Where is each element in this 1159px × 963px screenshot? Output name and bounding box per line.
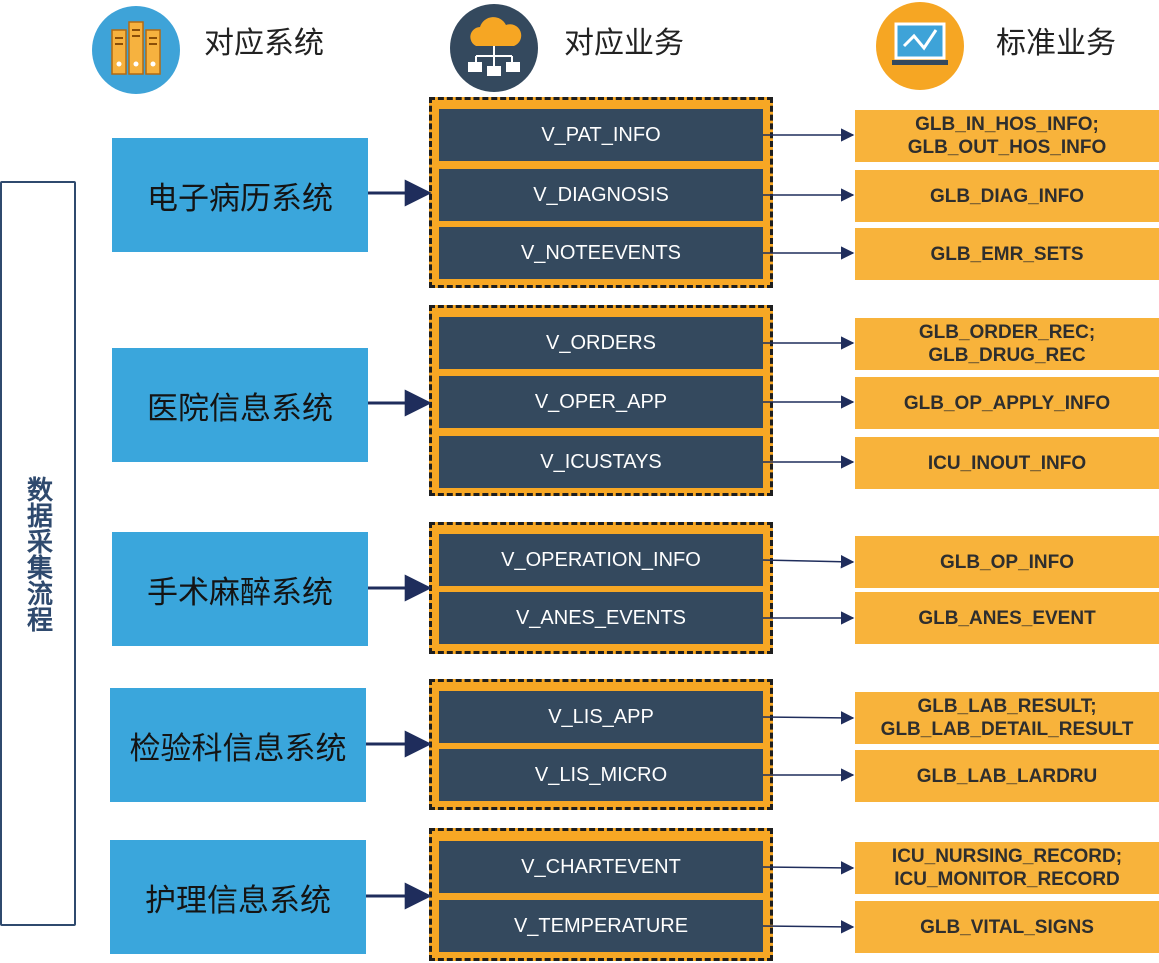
standard-label: GLB_EMR_SETS <box>930 243 1084 265</box>
header-standard-label: 标准业务 <box>996 26 1116 61</box>
server-icon <box>92 6 180 94</box>
standard-label: GLB_VITAL_SIGNS <box>920 916 1094 938</box>
header-systems-label: 对应系统 <box>204 26 324 61</box>
standard-box: GLB_OP_INFO <box>855 536 1159 588</box>
standard-label: GLB_ANES_EVENT <box>918 607 1096 629</box>
process-label-box: 数据采集流程 <box>0 181 76 926</box>
standard-label: GLB_IN_HOS_INFO; <box>915 114 1099 135</box>
monitor-chart-icon <box>876 2 964 90</box>
view-box: V_NOTEEVENTS <box>439 227 763 279</box>
standard-box: ICU_NURSING_RECORD; ICU_MONITOR_RECORD <box>855 842 1159 894</box>
process-label: 数据采集流程 <box>22 475 53 632</box>
standard-label: ICU_INOUT_INFO <box>927 452 1087 474</box>
arrow-view-standard <box>762 920 855 934</box>
view-box: V_CHARTEVENT <box>439 841 763 893</box>
standard-label: ICU_MONITOR_RECORD <box>894 869 1120 890</box>
standard-box: GLB_IN_HOS_INFO; GLB_OUT_HOS_INFO <box>855 110 1159 162</box>
arrow-view-standard <box>762 861 855 875</box>
system-anesthesia: 手术麻醉系统 <box>112 532 368 646</box>
view-box: V_ANES_EVENTS <box>439 592 763 644</box>
view-box: V_DIAGNOSIS <box>439 169 763 221</box>
system-his: 医院信息系统 <box>112 348 368 462</box>
system-lis: 检验科信息系统 <box>110 688 366 802</box>
view-box: V_TEMPERATURE <box>439 900 763 952</box>
view-box: V_ORDERS <box>439 317 763 369</box>
standard-label: GLB_LAB_LARDRU <box>916 765 1098 787</box>
standard-label: GLB_DIAG_INFO <box>929 185 1085 207</box>
view-box: V_LIS_APP <box>439 691 763 743</box>
cloud-network-icon <box>450 4 538 92</box>
view-box: V_ICUSTAYS <box>439 436 763 488</box>
standard-box: GLB_ORDER_REC; GLB_DRUG_REC <box>855 318 1159 370</box>
standard-label: GLB_DRUG_REC <box>928 345 1086 366</box>
arrow-view-standard <box>762 554 855 569</box>
standard-label: GLB_LAB_DETAIL_RESULT <box>880 719 1134 740</box>
view-box: V_PAT_INFO <box>439 109 763 161</box>
standard-label: ICU_NURSING_RECORD; <box>891 846 1123 867</box>
standard-label: GLB_OP_INFO <box>939 551 1075 573</box>
system-nursing: 护理信息系统 <box>110 840 366 954</box>
standard-box: GLB_VITAL_SIGNS <box>855 901 1159 953</box>
standard-label: GLB_OP_APPLY_INFO <box>903 392 1111 414</box>
standard-label: GLB_ORDER_REC; <box>918 322 1096 343</box>
standard-box: GLB_LAB_LARDRU <box>855 750 1159 802</box>
standard-box: GLB_OP_APPLY_INFO <box>855 377 1159 429</box>
header-business-label: 对应业务 <box>564 26 684 61</box>
standard-box: GLB_DIAG_INFO <box>855 170 1159 222</box>
standard-box: GLB_ANES_EVENT <box>855 592 1159 644</box>
standard-box: ICU_INOUT_INFO <box>855 437 1159 489</box>
standard-box: GLB_LAB_RESULT; GLB_LAB_DETAIL_RESULT <box>855 692 1159 744</box>
standard-label: GLB_OUT_HOS_INFO <box>907 137 1107 158</box>
view-box: V_OPER_APP <box>439 376 763 428</box>
view-box: V_LIS_MICRO <box>439 749 763 801</box>
system-emr: 电子病历系统 <box>112 138 368 252</box>
standard-label: GLB_LAB_RESULT; <box>917 696 1097 717</box>
arrow-view-standard <box>762 711 855 725</box>
standard-box: GLB_EMR_SETS <box>855 228 1159 280</box>
view-box: V_OPERATION_INFO <box>439 534 763 586</box>
